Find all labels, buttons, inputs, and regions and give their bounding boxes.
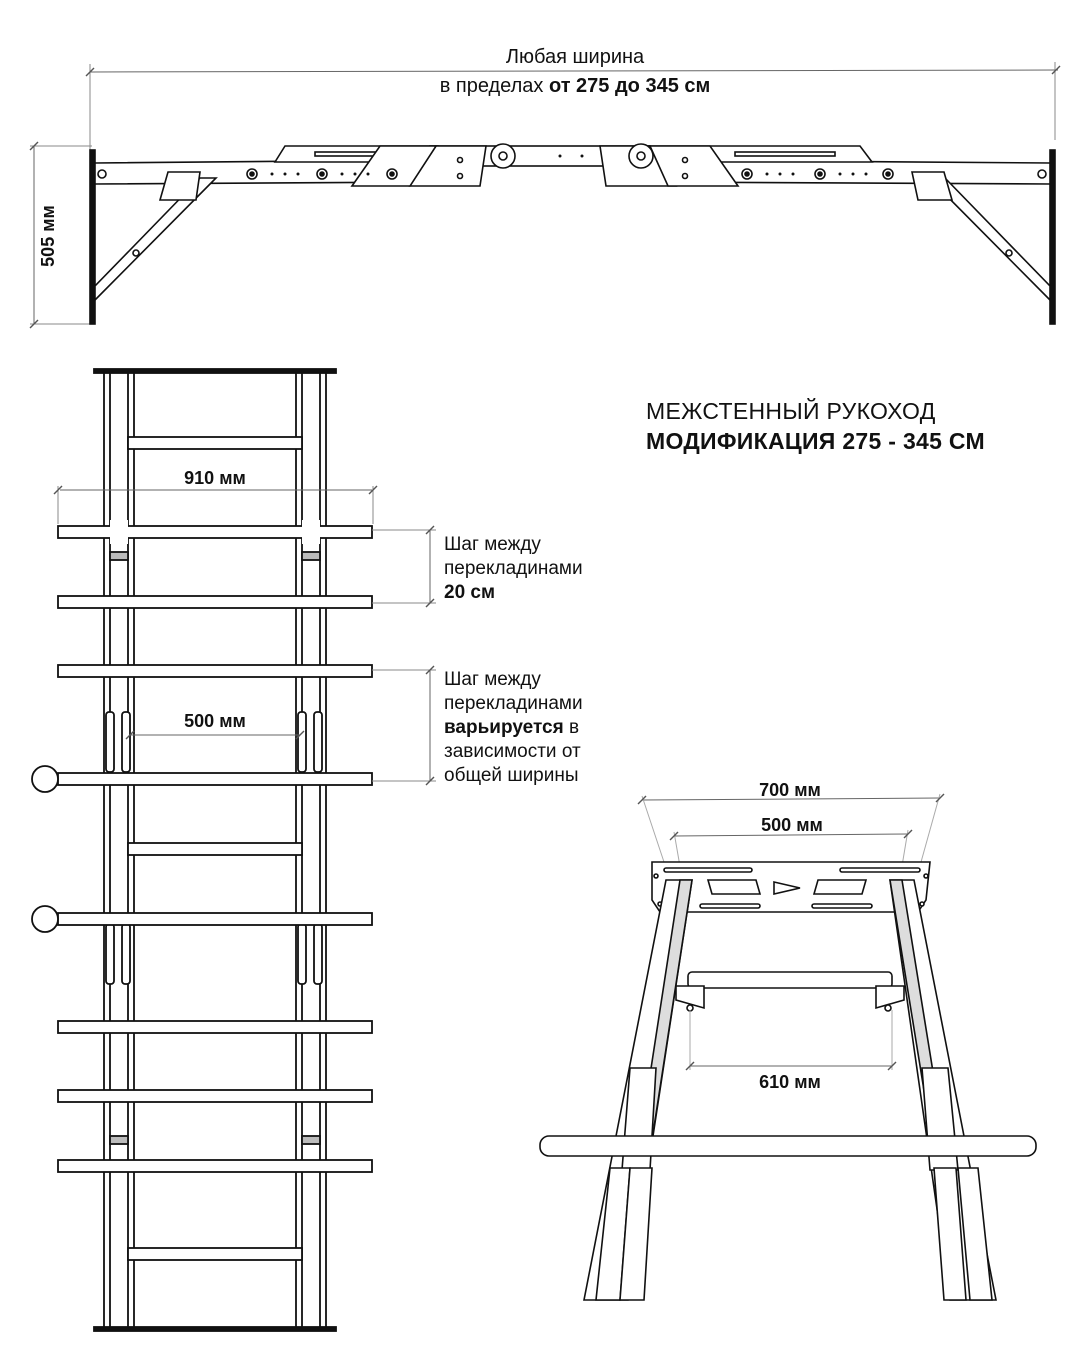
- ladder-rung: [57, 1159, 373, 1173]
- fixed-step-note-line1: Шаг между: [444, 534, 541, 555]
- left-wall-plate: [89, 149, 96, 325]
- product-title: МЕЖСТЕННЫЙ РУКОХОД МОДИФИКАЦИЯ 275 - 345…: [646, 396, 1066, 456]
- variable-step-note-line1: Шаг между: [444, 669, 541, 690]
- variable-step-note-line3: варьируется в: [444, 717, 580, 738]
- plate-width-dimension: [641, 797, 941, 801]
- mount-width-label: 500 мм: [761, 815, 823, 835]
- rung-end-knob: [31, 905, 59, 933]
- perspective-rung: [687, 971, 893, 989]
- overall-width-dimension-line: [89, 69, 1059, 73]
- right-wall-plate: [1049, 149, 1056, 325]
- width-label-line2: в пределах от 275 до 345 см: [440, 75, 711, 97]
- height-label: 505 мм: [38, 205, 58, 267]
- rail-width-label: 610 мм: [759, 1072, 821, 1092]
- fixed-step-note-line2: перекладинами: [444, 558, 583, 579]
- ladder-front-view: [31, 368, 436, 1332]
- ladder-rung: [57, 1020, 373, 1034]
- front-pull-bar: [539, 1135, 1037, 1157]
- ladder-rung: [57, 912, 373, 926]
- ladder-rung: [57, 525, 373, 539]
- plate-width-label: 700 мм: [759, 780, 821, 800]
- ladder-top-cap: [93, 368, 337, 374]
- inner-width-label: 500 мм: [184, 711, 246, 731]
- ladder-bottom-cap: [93, 1326, 337, 1332]
- mount-width-dimension: [673, 833, 909, 837]
- variable-step-note-line4: зависимости от: [444, 741, 581, 762]
- fixed-step-note-value: 20 см: [444, 582, 496, 603]
- ladder-rung: [57, 664, 373, 678]
- right-rail: [301, 372, 321, 1328]
- ladder-rung: [127, 1247, 303, 1261]
- ladder-rung: [57, 595, 373, 609]
- ladder-rung: [127, 436, 303, 450]
- ladder-rung: [57, 772, 373, 786]
- width-label-line1: Любая ширина: [506, 46, 645, 68]
- product-title-line1: МЕЖСТЕННЫЙ РУКОХОД: [646, 398, 936, 424]
- ladder-rung: [57, 1089, 373, 1103]
- bracket-perspective-view: [539, 793, 1037, 1301]
- product-title-line2: МОДИФИКАЦИЯ 275 - 345 СМ: [646, 428, 985, 454]
- top-side-view: [29, 62, 1061, 329]
- variable-step-note-line5: общей ширины: [444, 765, 579, 786]
- variable-step-note: Шаг между перекладинами варьируется в за…: [444, 668, 654, 788]
- left-rail: [109, 372, 129, 1328]
- variable-step-note-line2: перекладинами: [444, 693, 583, 714]
- ladder-rung: [127, 842, 303, 856]
- fixed-step-note: Шаг между перекладинами 20 см: [444, 533, 654, 605]
- left-diagonal-brace: [94, 177, 218, 302]
- outer-width-label: 910 мм: [184, 468, 246, 488]
- rung-end-knob: [31, 765, 59, 793]
